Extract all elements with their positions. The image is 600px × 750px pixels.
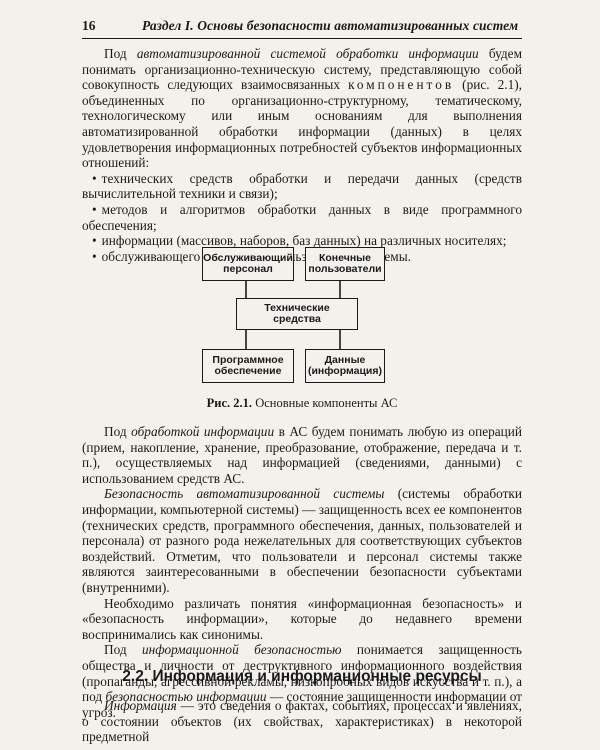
intro-block: Под автоматизированной системой обработк… [82, 46, 522, 264]
list-item: методов и алгоритмов обработки данных в … [82, 202, 522, 233]
paragraph-information-security: Под информационной безопасностью понимае… [82, 642, 522, 720]
spaced-word: компонентов [348, 77, 455, 93]
term-automated-system: автоматизированной системой обработки ин… [136, 46, 479, 61]
figure-caption-text: Основные компоненты АС [252, 396, 398, 410]
diagram-box-software: Программное обеспечение [202, 349, 294, 383]
running-section-title: Раздел I. Основы безопасности автоматизи… [142, 18, 519, 33]
list-item: обслуживающего персонала и пользователей… [82, 249, 522, 265]
list-item: информации (массивов, наборов, баз данны… [82, 233, 522, 249]
diagram-box-data: Данные (информация) [305, 349, 385, 383]
paragraph-processing: Под обработкой информации в АС будем пон… [82, 424, 522, 486]
term-system-security: Безопасность автоматизированной системы [104, 486, 385, 502]
paragraph-system-security: Безопасность автоматизированной системы … [82, 486, 522, 595]
term-security-of-information: безопасностью информации [105, 689, 267, 705]
paragraph-distinction: Необходимо различать понятия «информацио… [82, 595, 522, 642]
term-information: Информация [104, 698, 177, 713]
section-heading: 2.2. Информация и информационные ресурсы [122, 668, 482, 685]
figure-caption: Рис. 2.1. Основные компоненты АС [82, 396, 522, 411]
page-number: 16 [82, 18, 96, 33]
paragraph-information: Информация — это сведения о фактах, собы… [82, 698, 522, 745]
term-information-security: информационной безопасностью [142, 642, 342, 658]
information-block: Информация — это сведения о фактах, собы… [82, 698, 522, 745]
figure-label: Рис. 2.1. [206, 396, 253, 410]
components-list: технических средств обработки и передачи… [82, 171, 522, 265]
list-item: технических средств обработки и передачи… [82, 171, 522, 202]
diagram-box-hardware: Технические средства [236, 298, 358, 330]
intro-paragraph: Под автоматизированной системой обработк… [82, 46, 522, 171]
diagram-box-users: Конечные пользователи [305, 247, 385, 281]
definitions-block: Под обработкой информации в АС будем пон… [82, 424, 522, 720]
term-processing: обработкой информации [131, 424, 275, 439]
diagram-box-staff: Обслуживающий персонал [202, 247, 294, 281]
running-header: 16 Раздел I. Основы безопасности автомат… [82, 16, 522, 39]
